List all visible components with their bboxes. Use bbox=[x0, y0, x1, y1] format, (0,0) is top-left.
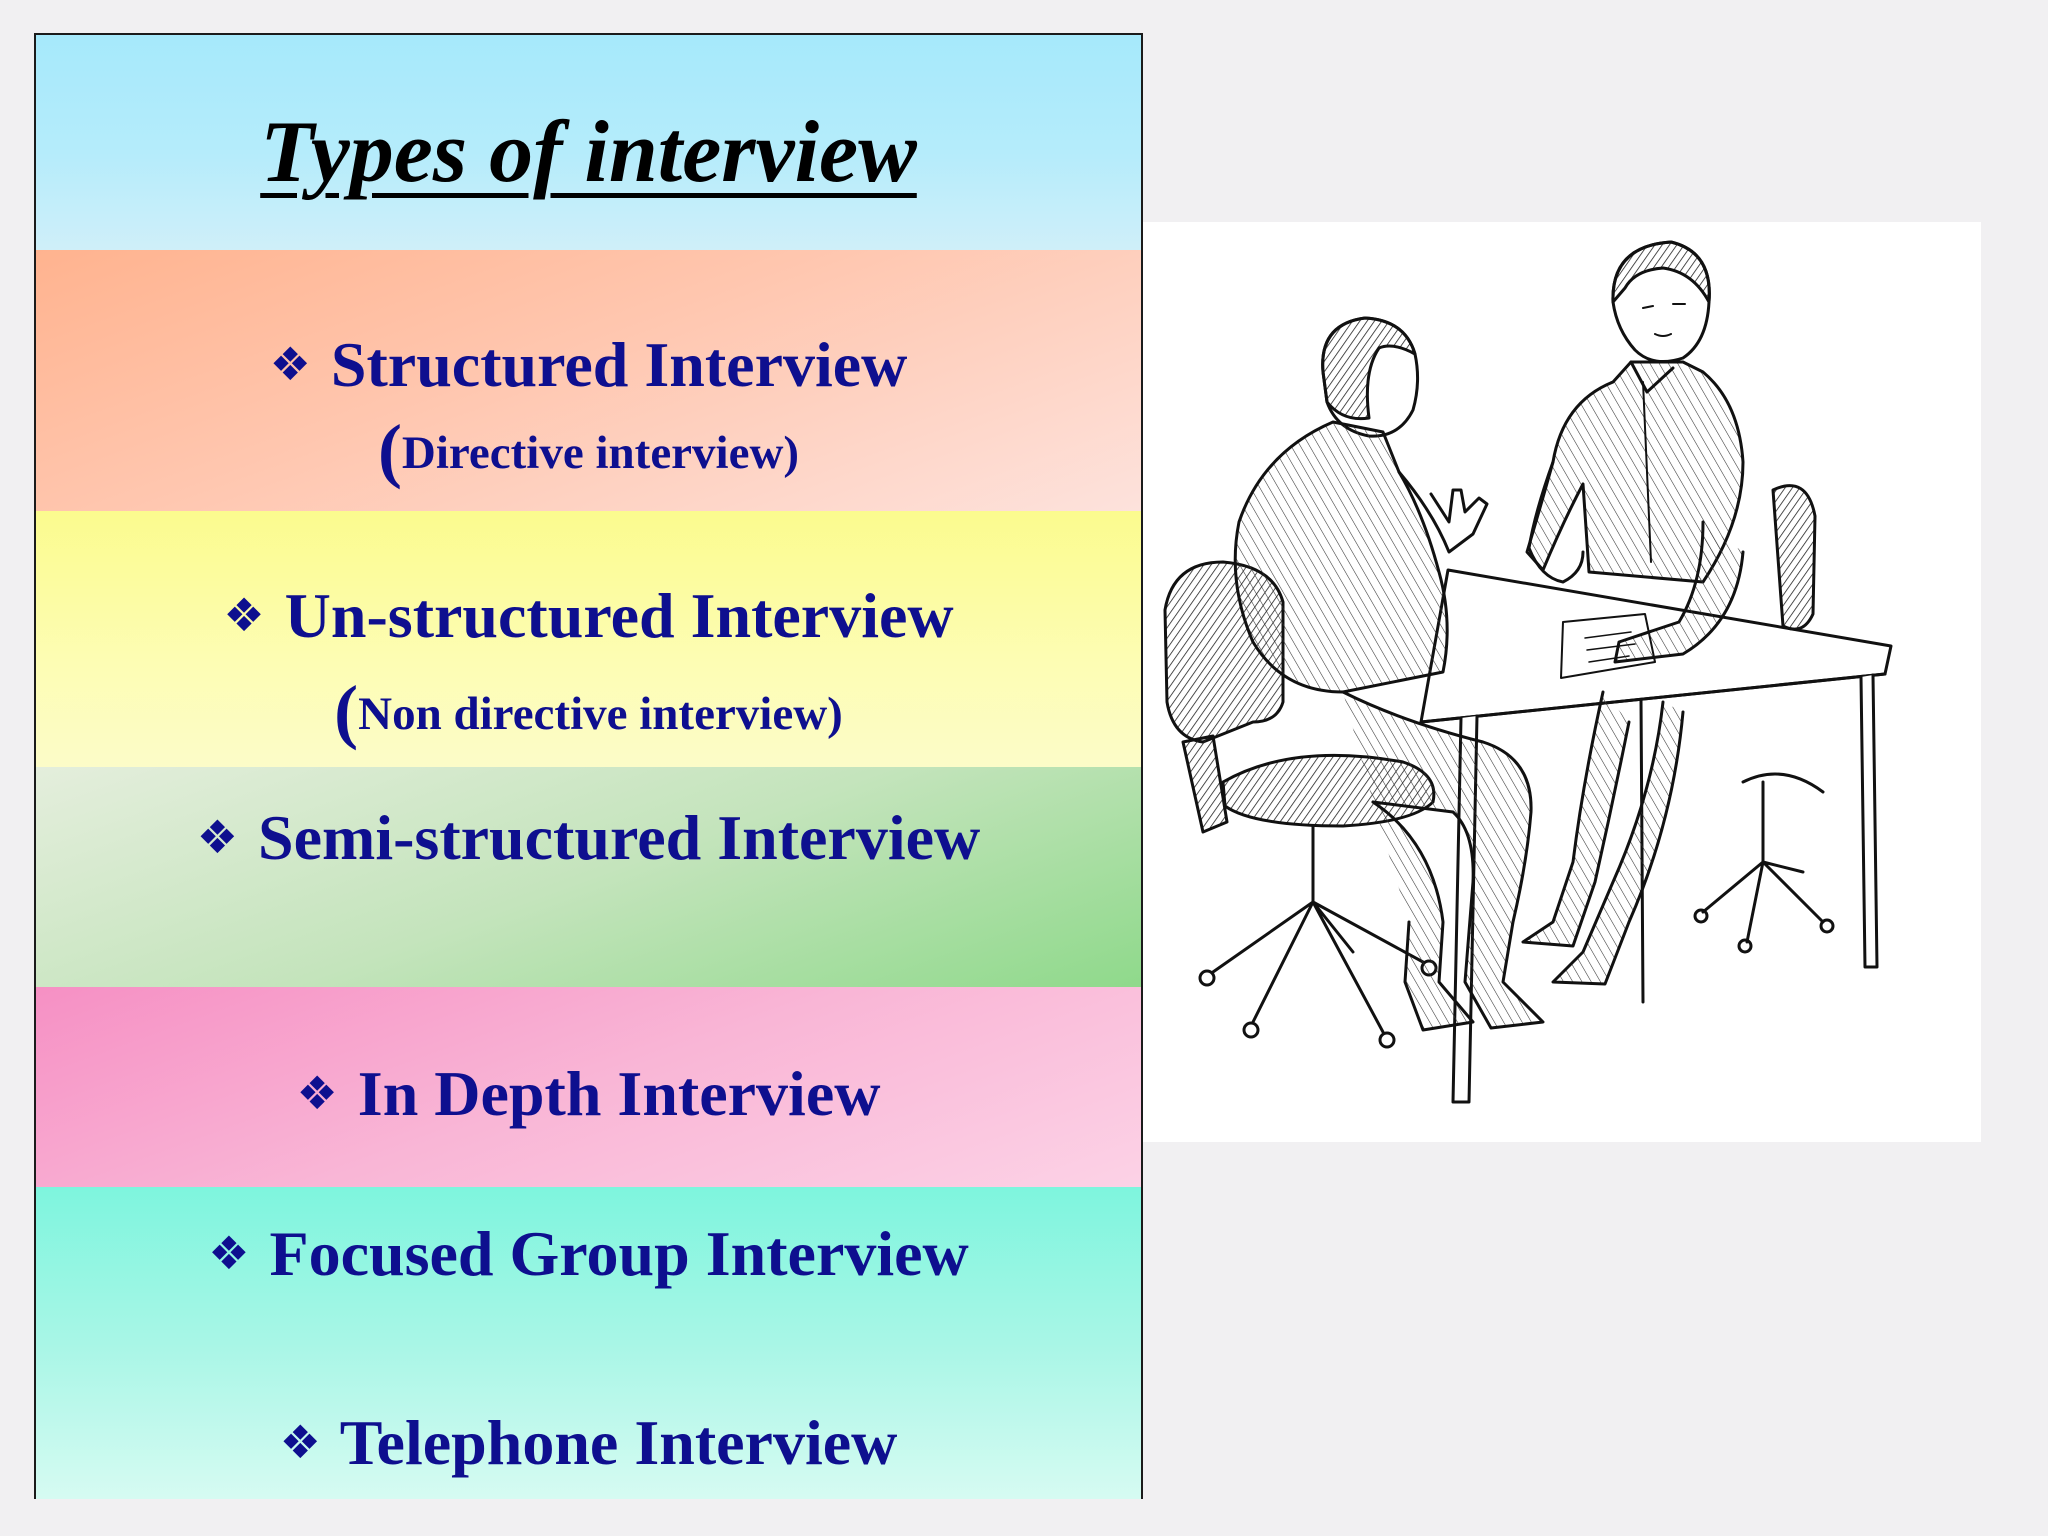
interview-sketch-image bbox=[1163, 240, 1893, 1104]
semi-structured-interview-label: Semi-structured Interview bbox=[258, 802, 981, 873]
interview-types-panel: Types of interview ❖ Structured Intervie… bbox=[34, 33, 1143, 1499]
diamond-bullet-icon: ❖ bbox=[208, 1226, 250, 1280]
structured-interview-note: (Directive interview) bbox=[377, 410, 800, 490]
unstructured-band: ❖ Un-structured Interview (Non directive… bbox=[36, 511, 1141, 769]
in-depth-interview-label: In Depth Interview bbox=[357, 1058, 881, 1129]
title-band: Types of interview bbox=[36, 35, 1141, 252]
structured-interview-item: ❖ Structured Interview bbox=[36, 328, 1141, 401]
unstructured-interview-label: Un-structured Interview bbox=[284, 580, 954, 651]
diamond-bullet-icon: ❖ bbox=[223, 588, 265, 642]
diamond-bullet-icon: ❖ bbox=[269, 337, 311, 391]
semi-structured-band: ❖ Semi-structured Interview bbox=[36, 767, 1141, 989]
diamond-bullet-icon: ❖ bbox=[279, 1415, 321, 1469]
telephone-interview-label: Telephone Interview bbox=[339, 1407, 898, 1478]
unstructured-interview-item: ❖ Un-structured Interview bbox=[36, 579, 1141, 652]
in-depth-interview-item: ❖ In Depth Interview bbox=[36, 1057, 1141, 1130]
focused-group-interview-item: ❖ Focused Group Interview bbox=[36, 1217, 1141, 1290]
structured-interview-note-text: Directive interview) bbox=[401, 427, 800, 479]
focused-telephone-band: ❖ Focused Group Interview ❖ Telephone In… bbox=[36, 1187, 1141, 1499]
unstructured-interview-note-text: Non directive interview) bbox=[358, 688, 843, 740]
slide-title: Types of interview bbox=[260, 104, 917, 201]
interview-illustration bbox=[1143, 222, 1981, 1142]
structured-interview-label: Structured Interview bbox=[330, 329, 908, 400]
in-depth-band: ❖ In Depth Interview bbox=[36, 987, 1141, 1189]
unstructured-interview-note: (Non directive interview) bbox=[334, 671, 843, 751]
structured-band: ❖ Structured Interview (Directive interv… bbox=[36, 250, 1141, 513]
diamond-bullet-icon: ❖ bbox=[296, 1066, 338, 1120]
focused-group-interview-label: Focused Group Interview bbox=[269, 1218, 969, 1289]
semi-structured-interview-item: ❖ Semi-structured Interview bbox=[36, 801, 1141, 874]
diamond-bullet-icon: ❖ bbox=[196, 810, 239, 864]
telephone-interview-item: ❖ Telephone Interview bbox=[36, 1406, 1141, 1479]
